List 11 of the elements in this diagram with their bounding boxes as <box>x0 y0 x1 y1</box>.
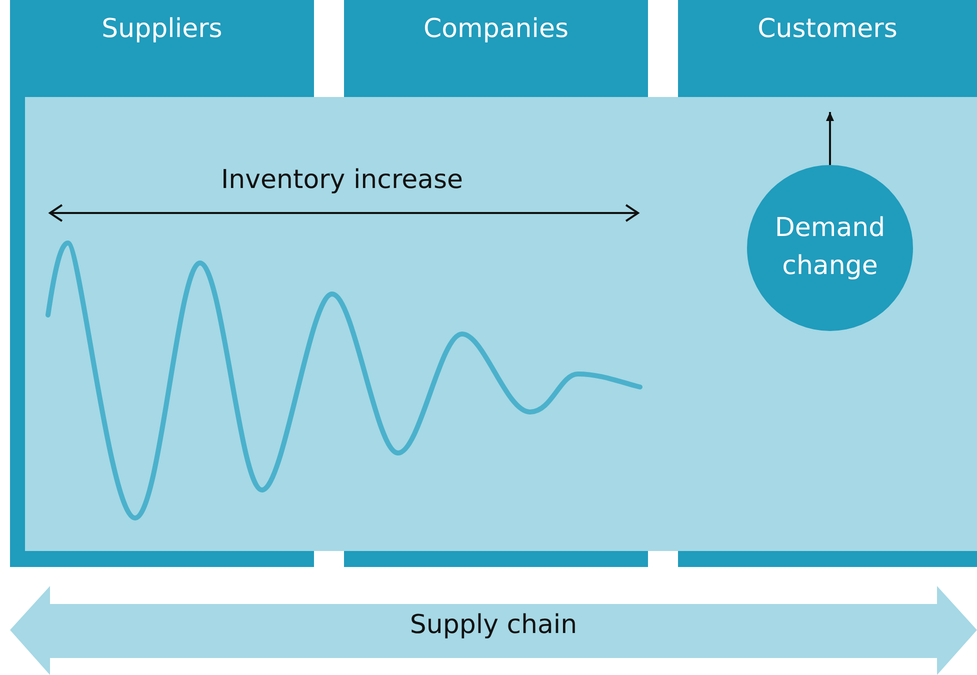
column-header: Customers <box>756 14 898 44</box>
arrow-label: Supply chain <box>408 610 578 640</box>
circle-label: Demand change <box>774 212 886 283</box>
column-box <box>10 0 314 97</box>
column-header: Suppliers <box>100 14 224 44</box>
column-box <box>344 0 648 97</box>
arrow <box>826 112 834 165</box>
column-header: Companies <box>422 14 570 44</box>
double-arrow-band <box>10 586 977 675</box>
measure-label: Inventory increase <box>221 165 464 195</box>
column-box <box>678 0 977 97</box>
